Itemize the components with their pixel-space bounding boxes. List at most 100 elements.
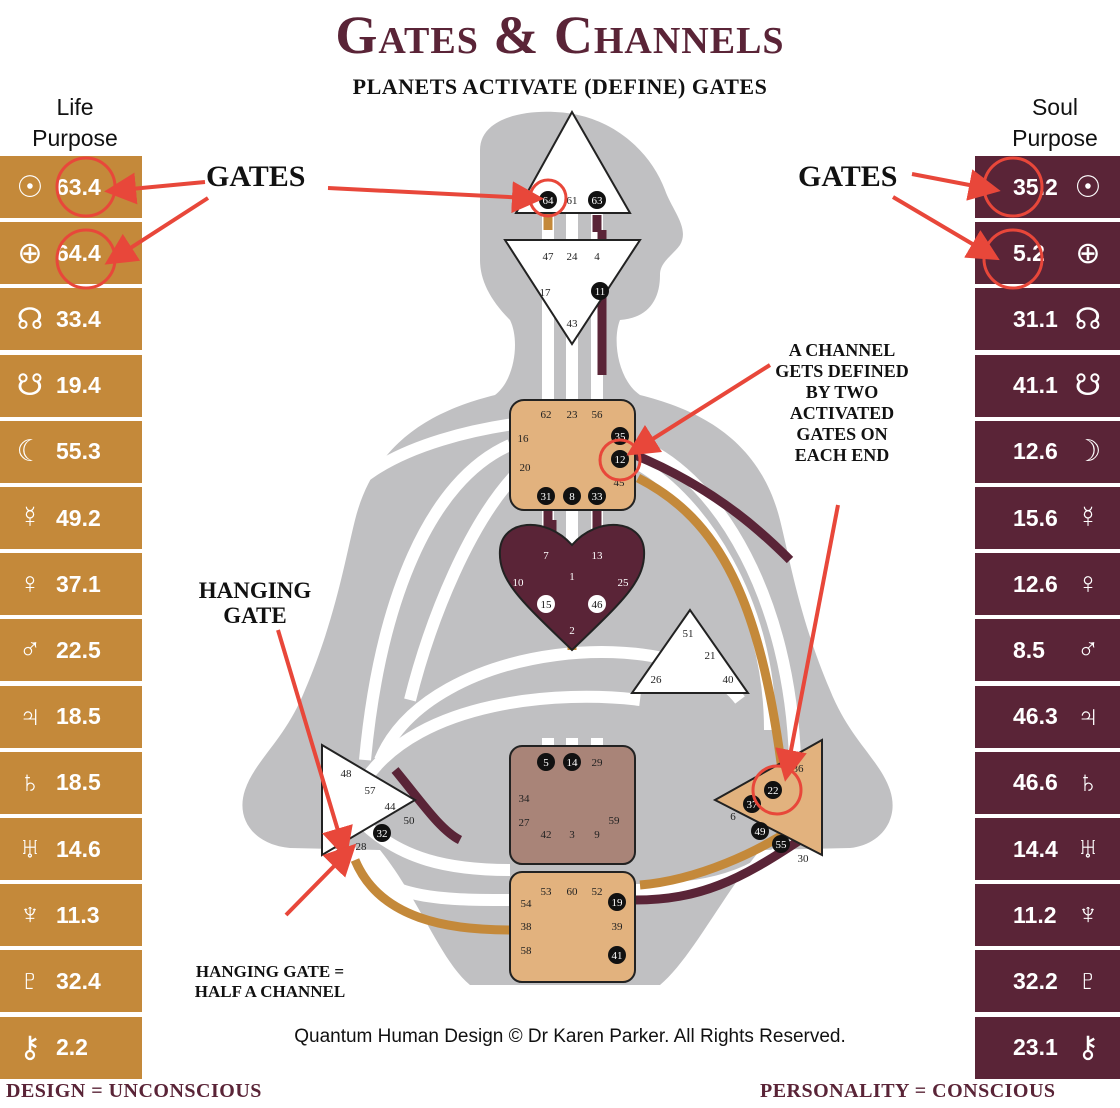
personality-gate-value: 23.1 — [1013, 1034, 1058, 1061]
gate-45: 45 — [614, 477, 626, 489]
gate-1: 1 — [569, 571, 575, 583]
personality-gate-value: 46.3 — [1013, 703, 1058, 730]
gate-17: 17 — [540, 287, 552, 299]
mercury-icon: ☿ — [1076, 501, 1100, 534]
gate-41: 41 — [612, 950, 623, 962]
personality-row: 31.1☊ — [975, 288, 1120, 351]
personality-row: 46.6♄ — [975, 751, 1120, 814]
personality-gate-value: 12.6 — [1013, 438, 1058, 465]
uranus-icon: ♅ — [1076, 832, 1100, 865]
design-heading-line2: Purpose — [32, 125, 118, 151]
design-gate-value: 49.2 — [56, 504, 101, 531]
channel-annotation-line4: ACTIVATED — [789, 403, 895, 423]
root-center: 53 60 52 54 19 38 39 58 41 — [509, 871, 636, 983]
personality-gate-value: 5.2 — [1013, 239, 1045, 266]
design-gate-value: 2.2 — [56, 1034, 88, 1061]
gate-50: 50 — [404, 815, 416, 827]
design-gate-value: 64.4 — [56, 239, 101, 266]
page-title: Gates & Channels — [335, 5, 785, 65]
copyright-notice: Quantum Human Design © Dr Karen Parker. … — [294, 1026, 846, 1047]
gate-40: 40 — [723, 674, 735, 686]
gate-54: 54 — [521, 898, 533, 910]
personality-row: 14.4♅ — [975, 818, 1120, 880]
design-row: ☋19.4 — [0, 354, 142, 417]
throat-center: 62 23 56 16 35 12 20 45 31 8 33 — [509, 399, 636, 511]
design-gate-value: 18.5 — [56, 703, 101, 730]
half-channel-label: HANGING GATE = HALF A CHANNEL — [170, 962, 370, 1002]
gate-15: 15 — [541, 599, 553, 611]
gate-30: 30 — [798, 853, 810, 865]
channel-annotation: A CHANNEL GETS DEFINED BY TWO ACTIVATED … — [752, 340, 932, 466]
personality-gate-value: 15.6 — [1013, 504, 1058, 531]
sacral-center: 5 14 29 34 27 42 3 9 59 — [509, 745, 636, 865]
design-gate-value: 33.4 — [56, 305, 101, 332]
gate-12: 12 — [615, 454, 626, 466]
personality-gate-value: 32.2 — [1013, 967, 1058, 994]
mars-icon: ♂ — [1076, 633, 1100, 667]
gate-23: 23 — [567, 409, 579, 421]
hanging-gate-line1: HANGING — [198, 578, 312, 603]
personality-heading-line1: Soul — [1031, 94, 1079, 120]
gate-52: 52 — [592, 886, 603, 898]
design-gate-value: 18.5 — [56, 769, 101, 796]
design-row: ♃18.5 — [0, 685, 142, 748]
gate-5: 5 — [543, 757, 549, 769]
design-row: ♅ 14.6 — [0, 818, 142, 880]
sun-icon: ☉ — [16, 170, 44, 204]
saturn-icon: ♄ — [18, 765, 42, 799]
design-gate-value: 14.6 — [56, 835, 101, 862]
design-row: ☊33.4 — [0, 288, 142, 351]
south-node-icon: ☋ — [16, 369, 44, 403]
mercury-icon: ☿ — [18, 501, 42, 534]
neptune-icon: ♆ — [18, 898, 42, 932]
earth-icon: ⊕ — [1075, 236, 1101, 270]
gates-label-left: GATES — [206, 160, 306, 193]
gate-48: 48 — [341, 768, 353, 780]
gate-51: 51 — [683, 628, 694, 640]
design-gate-value: 22.5 — [56, 636, 101, 663]
gate-46: 46 — [592, 599, 604, 611]
personality-gate-value: 31.1 — [1013, 305, 1058, 332]
gate-64: 64 — [543, 195, 555, 207]
gate-27: 27 — [519, 817, 531, 829]
annotation-arrows — [104, 169, 1001, 917]
personality-gate-value: 12.6 — [1013, 570, 1058, 597]
hanging-gate-label: HANGING GATE — [170, 578, 340, 628]
half-channel-line1: HANGING GATE = — [195, 962, 345, 981]
design-row: ♆11.3 — [0, 884, 142, 947]
channel-annotation-line5: GATES ON — [796, 424, 888, 444]
channel-annotation-line6: EACH END — [794, 445, 890, 465]
gate-62: 62 — [541, 409, 552, 421]
gate-26: 26 — [651, 674, 663, 686]
design-heading-line1: Life — [56, 94, 94, 120]
gate-43: 43 — [567, 318, 579, 330]
gate-44: 44 — [385, 801, 397, 813]
jupiter-icon: ♃ — [1076, 699, 1100, 733]
gate-2: 2 — [569, 625, 575, 637]
channel-annotation-line1: A CHANNEL — [788, 340, 896, 360]
gate-35: 35 — [615, 431, 627, 443]
gate-32: 32 — [377, 828, 388, 840]
chiron-icon: ⚷ — [19, 1031, 41, 1065]
gate-20: 20 — [520, 462, 532, 474]
personality-row: 8.5♂ — [975, 619, 1120, 682]
personality-column-heading: Soul Purpose — [990, 92, 1120, 154]
gate-33: 33 — [592, 491, 604, 503]
gate-4: 4 — [594, 251, 600, 263]
personality-row: 41.1☋ — [975, 354, 1120, 417]
personality-gate-value: 41.1 — [1013, 372, 1058, 399]
ajna-center: 47 24 4 17 11 43 — [503, 239, 642, 346]
half-channel-line2: HALF A CHANNEL — [194, 982, 346, 1001]
gate-8: 8 — [569, 491, 575, 503]
gate-49: 49 — [755, 826, 767, 838]
personality-gate-value: 11.2 — [1013, 901, 1057, 928]
uranus-icon: ♅ — [18, 832, 42, 865]
personality-row: 32.2♇ — [975, 950, 1120, 1013]
moon-icon: ☾ — [16, 435, 44, 469]
design-row: ⚷ 2.2 — [0, 1016, 142, 1079]
gate-61: 61 — [567, 195, 578, 207]
gate-25: 25 — [618, 577, 630, 589]
design-column-heading: Life Purpose — [10, 92, 140, 154]
gate-22: 22 — [768, 785, 779, 797]
gate-34: 34 — [519, 793, 531, 805]
